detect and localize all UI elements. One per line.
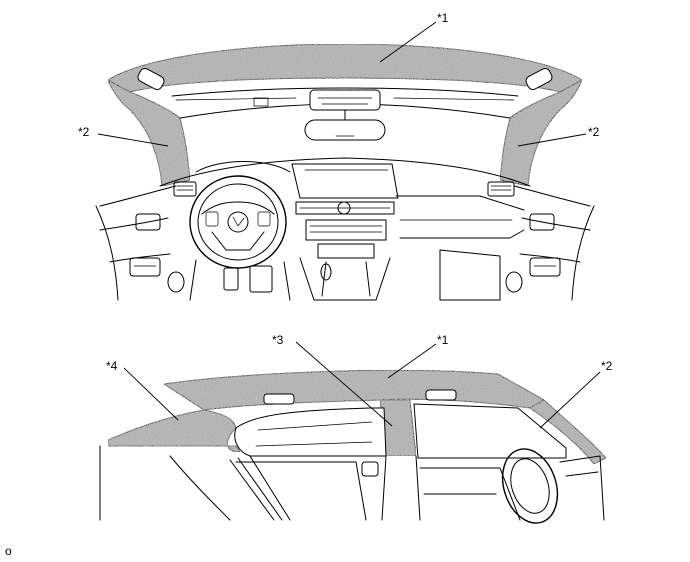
footer-mark: o xyxy=(5,544,12,558)
lower-center-pillar-callout: *3 xyxy=(272,333,284,347)
lower-headliner-callout: *1 xyxy=(437,333,449,347)
upper-left-assist-grip xyxy=(137,67,165,91)
lower-headliner-trim xyxy=(163,369,545,411)
upper-right-pillar-leader xyxy=(517,133,587,147)
lower-front-pillar-trim xyxy=(529,399,607,465)
upper-right-door xyxy=(505,205,595,301)
lower-center-pillar-leader xyxy=(295,341,393,427)
upper-left-door xyxy=(95,205,185,301)
upper-headliner-trim xyxy=(107,43,583,93)
upper-right-assist-grip xyxy=(525,67,553,91)
upper-left-a-pillar-trim xyxy=(107,79,191,187)
lower-front-pillar-callout: *2 xyxy=(601,359,613,373)
lower-rear-pillar-callout: *4 xyxy=(106,359,118,373)
upper-right-a-pillar-trim xyxy=(499,79,583,187)
lower-rear-pillar-leader xyxy=(123,367,179,421)
upper-steering-wheel xyxy=(189,175,287,269)
upper-rear-view-mirror xyxy=(304,119,386,141)
lower-rear-pillar-trim xyxy=(107,409,241,453)
callouts: *1 *2 *2 *4 *3 *1 *2 xyxy=(78,11,613,429)
upper-headliner-callout: *1 xyxy=(437,11,449,25)
upper-view-front-interior xyxy=(95,43,595,301)
upper-left-pillar-callout: *2 xyxy=(78,125,90,139)
lower-front-pillar-leader xyxy=(539,371,601,429)
upper-center-stack xyxy=(295,201,395,301)
upper-overhead-console xyxy=(309,89,381,111)
lower-rear-window xyxy=(234,407,387,457)
lower-steering-wheel xyxy=(501,448,605,524)
upper-right-pillar-callout: *2 xyxy=(588,125,600,139)
lower-headliner-leader xyxy=(387,343,437,379)
lower-view-side-interior xyxy=(99,369,607,524)
upper-headliner-leader xyxy=(379,21,437,63)
upper-left-pillar-leader xyxy=(97,133,169,147)
lower-front-window xyxy=(413,403,567,459)
upper-center-display xyxy=(291,163,399,199)
